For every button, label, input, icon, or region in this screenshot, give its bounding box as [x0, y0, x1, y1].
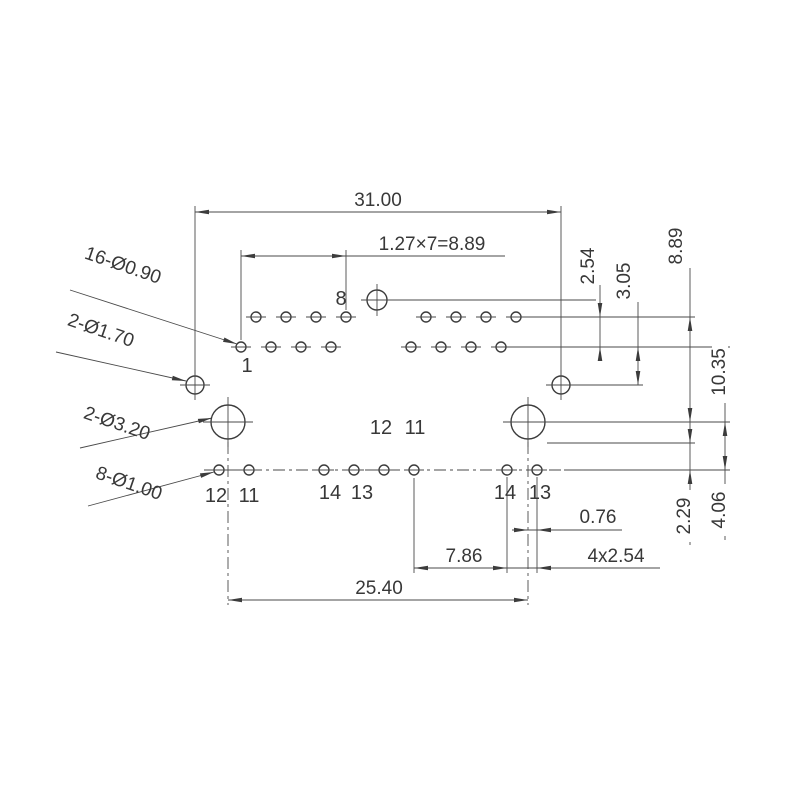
arrowhead: [687, 317, 693, 331]
pin-number-mid-14: 14: [319, 482, 341, 504]
arrowhead: [722, 422, 728, 436]
pin-number-mid-12: 12: [370, 417, 392, 439]
arrowhead: [597, 347, 603, 361]
dim-4-06: 4.06: [709, 484, 730, 536]
leader-lines: [55, 289, 238, 507]
arrowhead: [195, 209, 209, 215]
arrowhead: [493, 565, 507, 571]
dim-2-29-label: 2.29: [674, 498, 695, 535]
label-mask: [712, 341, 728, 403]
dim-overall-geometry: [194, 206, 562, 376]
dim-7-86-label: 7.86: [446, 546, 483, 567]
arrowhead: [199, 472, 214, 478]
arrowheads: [171, 209, 728, 603]
arrowhead: [537, 565, 551, 571]
dim-8-89-label: 8.89: [666, 228, 687, 265]
arrowhead: [241, 253, 255, 259]
arrowhead: [687, 470, 693, 484]
dim-pitch-label: 1.27×7=8.89: [379, 234, 486, 255]
arrowhead: [228, 597, 242, 603]
dimension-lines-right: [599, 268, 726, 545]
callout-pin-holes-label: 16-Ø0.90: [82, 243, 164, 289]
arrowhead: [414, 565, 428, 571]
dim-4-06-label: 4.06: [709, 492, 730, 529]
dim-4x2-54-label: 4x2.54: [587, 546, 644, 567]
arrowhead: [197, 418, 212, 424]
label-mask: [712, 484, 728, 536]
arrowhead: [722, 456, 728, 470]
dim-2-54-label: 2.54: [578, 247, 599, 284]
pin-number-mid-11: 11: [405, 417, 426, 439]
pin-number-mid-13: 13: [351, 482, 373, 504]
arrowhead: [597, 303, 603, 317]
arrowhead: [687, 408, 693, 422]
dim-25-40-label: 25.40: [355, 578, 403, 599]
callout-mounting-holes-label: 2-Ø3.20: [81, 403, 153, 445]
pin-number-right-13: 13: [529, 482, 551, 504]
dim-10-35: 10.35: [709, 341, 730, 403]
dim-overall-label: 31.00: [354, 190, 402, 211]
arrowhead: [332, 253, 346, 259]
pin-number-right-14: 14: [494, 482, 516, 504]
dimension-lines-bottom: [228, 477, 660, 601]
arrowhead: [635, 347, 641, 361]
extension-lines-right: [391, 299, 730, 471]
label-mask: [677, 490, 693, 542]
hole-pattern: [180, 284, 576, 476]
dim-3-05-label: 3.05: [614, 263, 635, 300]
callout-tail-holes-label: 8-Ø1.00: [93, 463, 165, 505]
arrowhead: [547, 209, 561, 215]
pin-number-8: 8: [335, 288, 346, 310]
arrowhead: [537, 527, 551, 533]
pin-number-1: 1: [241, 355, 252, 377]
callout-locating-holes-label: 2-Ø1.70: [65, 310, 137, 352]
arrowhead: [514, 527, 528, 533]
pin-number-left-12: 12: [205, 485, 227, 507]
dim-pitch-geometry: [240, 250, 505, 340]
arrowhead: [635, 371, 641, 385]
arrowhead: [687, 429, 693, 443]
pin-number-left-11: 11: [239, 485, 260, 507]
arrowhead: [223, 337, 237, 344]
dim-10-35-label: 10.35: [709, 348, 730, 396]
dim-2-29: 2.29: [674, 490, 695, 542]
dim-0-76-label: 0.76: [580, 507, 617, 528]
annotation-text: 31.00 1.27×7=8.89 2.54 3.05 8.89 10.35 2…: [65, 190, 730, 599]
arrowhead: [514, 597, 528, 603]
arrowhead: [171, 375, 186, 381]
